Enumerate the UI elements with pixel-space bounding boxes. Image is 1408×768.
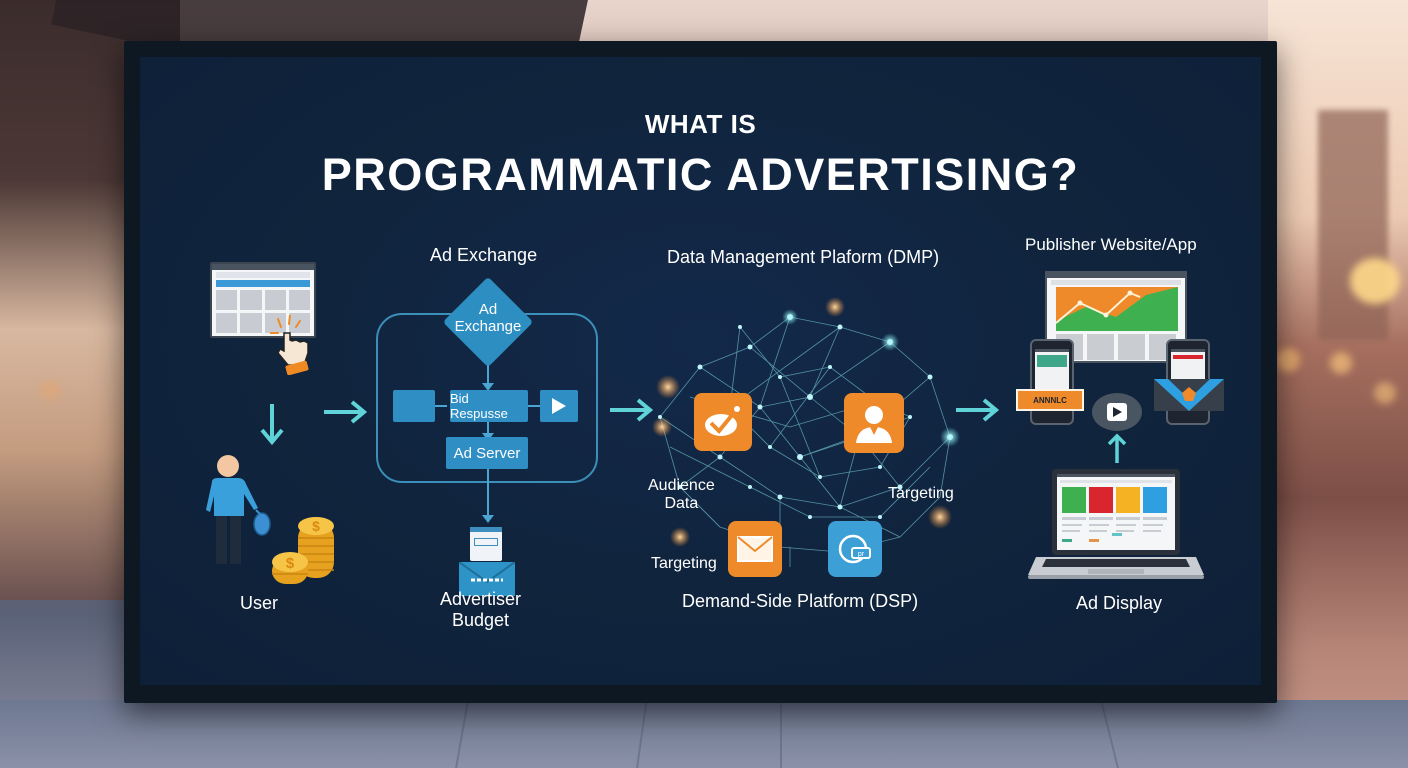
orange-banner-ad[interactable]: ANNNLC <box>1016 389 1084 411</box>
play-icon <box>552 398 566 414</box>
down-arrow-icon <box>260 404 284 446</box>
targeting-left-label: Targeting <box>651 555 717 572</box>
up-arrow-icon <box>1108 433 1126 463</box>
right-arrow-icon <box>956 398 1000 422</box>
blue-banner-ad[interactable] <box>1154 379 1224 411</box>
envelope-icon <box>459 562 515 596</box>
play-box[interactable] <box>540 390 578 422</box>
mail-tile-icon[interactable] <box>728 521 782 577</box>
tiled-floor <box>0 700 1408 768</box>
coin-stack-icon: $ $ <box>272 517 334 584</box>
bokeh-light <box>40 380 60 400</box>
bokeh-light <box>1330 352 1352 374</box>
network-graph <box>652 297 960 567</box>
dmp-heading: Data Management Plaform (DMP) <box>667 247 940 267</box>
svg-text:pr: pr <box>858 551 865 558</box>
display-monitor: WHAT IS PROGRAMMATIC ADVERTISING? <box>124 41 1277 703</box>
chart-browser-icon <box>1045 271 1187 363</box>
ad-display-label: Ad Display <box>1076 593 1163 613</box>
pointing-hand-click-icon <box>270 315 309 375</box>
person-with-mouse-icon <box>206 455 271 564</box>
bokeh-light <box>1350 258 1400 304</box>
audience-data-label: Audience Data <box>648 477 715 513</box>
checkmark-tile-icon[interactable] <box>694 393 752 451</box>
ad-exchange-heading: Ad Exchange <box>430 245 538 265</box>
page-title: PROGRAMMATIC ADVERTISING? <box>321 149 1080 200</box>
right-arrow-icon <box>324 400 368 424</box>
browser-window-icon <box>210 262 316 338</box>
globe-chat-tile-icon[interactable]: pr <box>828 521 882 577</box>
user-profile-tile-icon[interactable] <box>844 393 904 453</box>
advertiser-budget-label: Advertiser Budget <box>440 589 522 630</box>
input-box[interactable] <box>393 390 435 422</box>
background-tower <box>1318 110 1388 340</box>
phone-icon <box>1030 339 1074 425</box>
ad-server-box[interactable]: Ad Server <box>446 437 528 469</box>
flow-arrow-head <box>482 383 494 391</box>
bokeh-light <box>1276 348 1300 372</box>
dsp-label: Demand-Side Platform (DSP) <box>682 591 919 611</box>
user-label: User <box>240 593 279 613</box>
targeting-right-label: Targeting <box>888 485 954 502</box>
right-arrow-icon <box>610 398 654 422</box>
svg-text:$: $ <box>312 518 320 534</box>
svg-text:$: $ <box>286 555 295 572</box>
floor-seam <box>780 700 782 768</box>
bokeh-light <box>1374 382 1396 404</box>
laptop-icon <box>1028 469 1204 579</box>
video-play-icon[interactable] <box>1092 393 1142 431</box>
title-line-1: WHAT IS <box>644 109 757 139</box>
publisher-heading: Publisher Website/App <box>1025 235 1197 254</box>
document-icon <box>470 527 502 561</box>
infographic-screen: WHAT IS PROGRAMMATIC ADVERTISING? <box>140 57 1261 685</box>
flow-arrow-head <box>482 515 494 523</box>
bid-response-box[interactable]: Bid Respusse <box>450 390 528 422</box>
